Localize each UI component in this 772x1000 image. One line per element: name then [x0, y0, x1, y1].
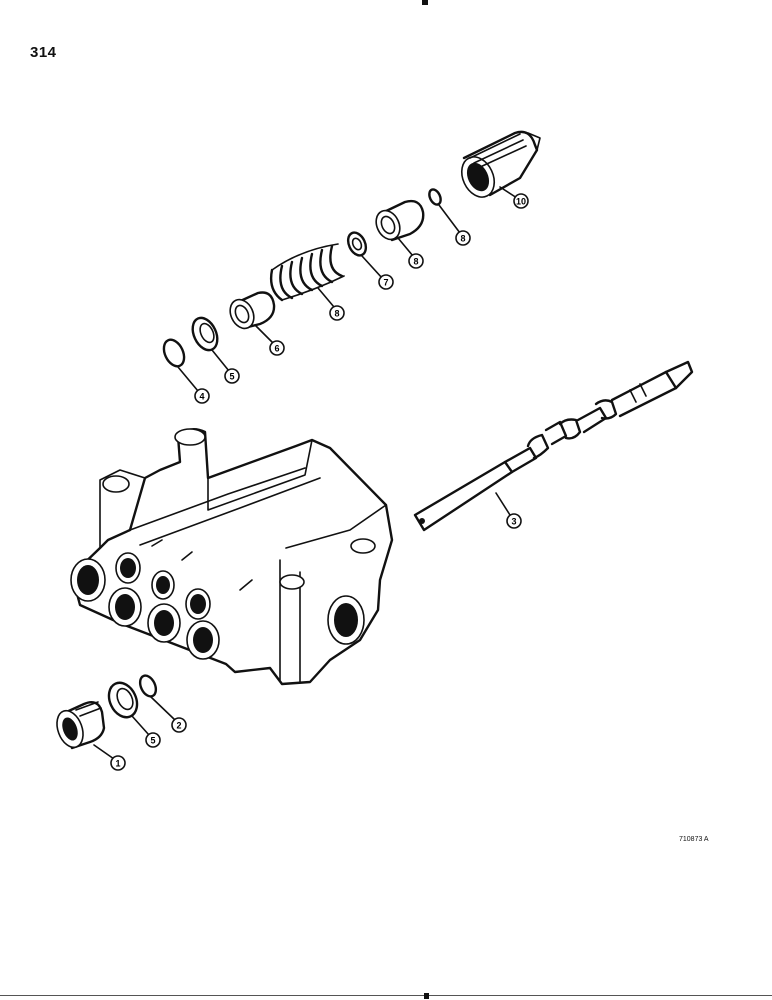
part-9-retaining-ring — [428, 188, 442, 206]
callout-2-label: 2 — [176, 721, 181, 731]
callout-4: 4 — [177, 366, 210, 404]
callout-7-label: 7 — [383, 278, 388, 288]
callout-3-label: 3 — [511, 517, 516, 527]
part-8-spring — [269, 243, 345, 302]
page-top-mark — [422, 0, 428, 5]
bottom-rule — [0, 995, 772, 996]
callout-5-lower-label: 5 — [150, 736, 155, 746]
part-10-cap — [460, 130, 541, 198]
callout-9-label: 8 — [460, 234, 465, 244]
callout-2: 2 — [150, 696, 187, 733]
callout-1-label: 1 — [115, 759, 120, 769]
callout-8-upper-label: 8 — [413, 257, 418, 267]
callout-3: 3 — [495, 492, 522, 529]
callout-4-label: 4 — [199, 392, 204, 402]
callout-8-spring: 8 — [317, 287, 345, 321]
callout-9: 8 — [438, 204, 471, 246]
part-5-washer-lower — [107, 681, 139, 719]
callout-10: 10 — [499, 186, 529, 209]
callout-7: 7 — [361, 255, 394, 290]
part-8-spring-seat-upper — [375, 199, 425, 242]
part-1-plug — [56, 701, 106, 750]
part-2-o-ring — [138, 674, 158, 698]
callout-1: 1 — [93, 744, 126, 771]
callout-5-upper: 5 — [211, 349, 240, 384]
page-number: 314 — [30, 44, 57, 61]
callout-8-spring-label: 8 — [334, 309, 339, 319]
callout-6: 6 — [255, 325, 285, 356]
callout-10-label: 10 — [516, 197, 526, 207]
callout-6-label: 6 — [274, 344, 279, 354]
callout-8-upper: 8 — [397, 237, 424, 269]
part-6-spring-seat — [229, 291, 276, 330]
part-7-washer — [346, 231, 368, 257]
part-4-o-ring — [162, 338, 186, 368]
figure-code: 710873 A — [679, 836, 709, 843]
callout-5-upper-label: 5 — [229, 372, 234, 382]
valve-body — [70, 428, 394, 686]
bottom-tick — [424, 993, 429, 999]
part-3-spool — [413, 360, 694, 532]
callout-5-lower: 5 — [131, 715, 161, 748]
part-5-washer-upper — [191, 316, 219, 352]
